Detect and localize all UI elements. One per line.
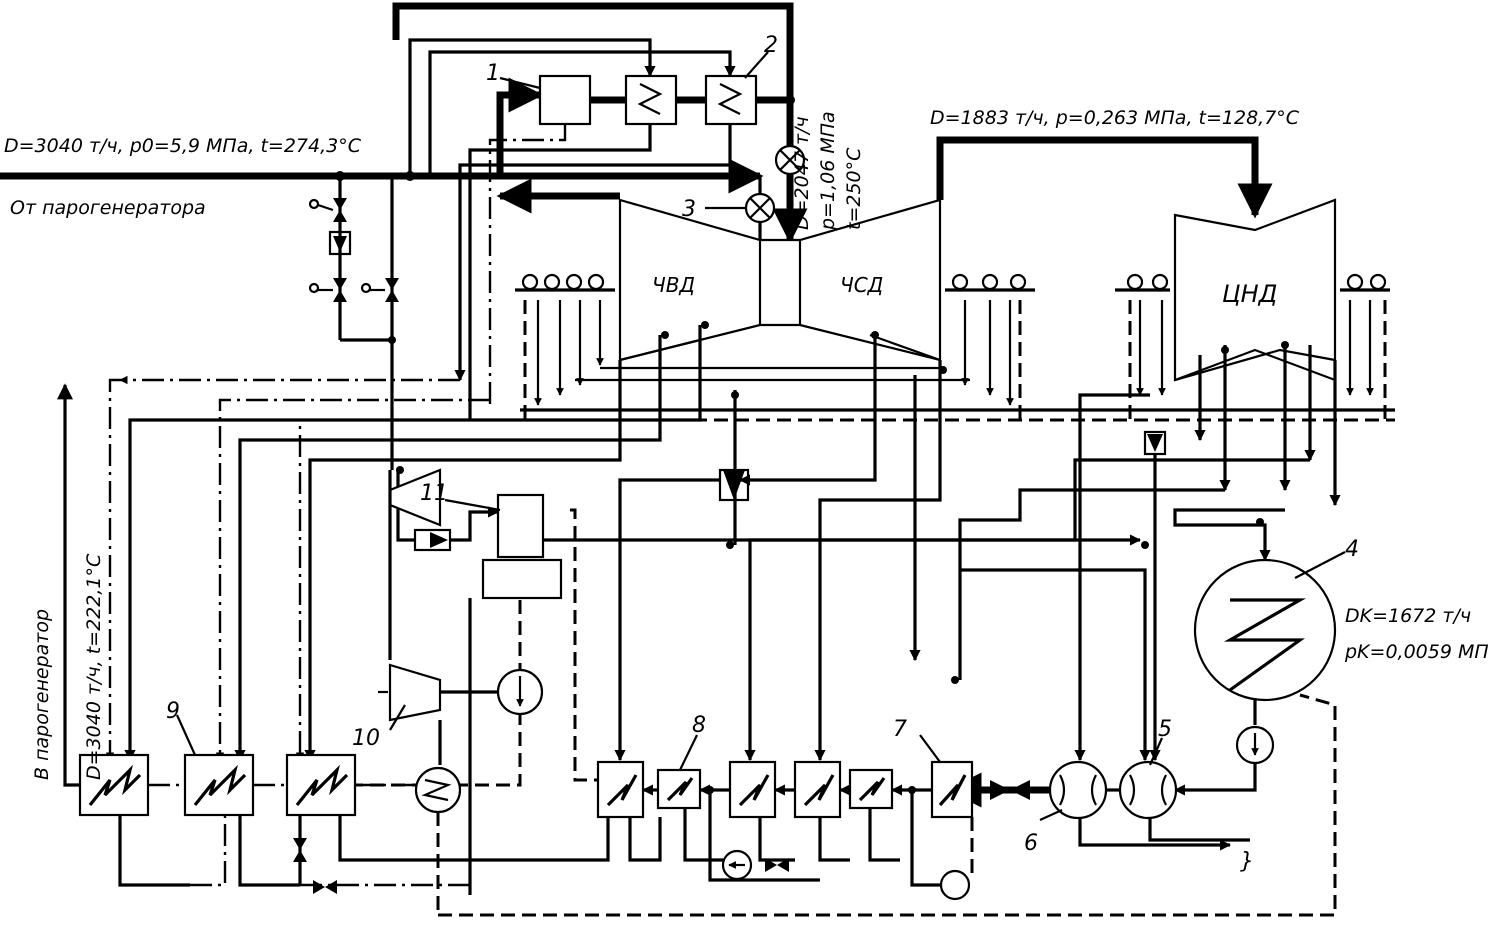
gland-steam-collectors (520, 300, 1395, 422)
svg-text:}: } (1240, 849, 1254, 874)
reheat-pressure: p=1,06 МПа (817, 111, 839, 231)
reheat-params-block: D=2047 т/ч p=1,06 МПа t=250°С (791, 111, 865, 231)
reheater-stage-2 (704, 74, 758, 126)
callout-6: 6 (1024, 831, 1038, 856)
condenser-flow: DK=1672 т/ч (1345, 605, 1471, 627)
callout-5: 5 (1158, 717, 1172, 742)
callout-10: 10 (352, 726, 380, 751)
reheater-stage-1 (624, 74, 678, 126)
feed-pump-turbine (378, 468, 544, 765)
reheat-temp: t=250°С (843, 147, 865, 230)
main-steam-params: D=3040 т/ч, p0=5,9 МПа, t=274,3°С (4, 135, 362, 157)
condensate-line: } (946, 772, 1254, 874)
callout-4: 4 (1345, 537, 1359, 562)
reheat-valve (774, 144, 806, 176)
ip-extraction-lines (614, 335, 942, 762)
callout-8: 8 (692, 713, 706, 738)
hp-heaters (57, 383, 470, 887)
deaerator (350, 470, 1142, 895)
main-steam-line (0, 158, 764, 194)
callout-9: 9 (166, 699, 180, 724)
callout-1: 1 (486, 61, 500, 86)
main-steam-source: От парогенератора (10, 197, 206, 219)
turbine-condenser (414, 693, 1337, 917)
ejector-cooler-5 (1118, 760, 1178, 820)
junction-dots (661, 321, 1289, 684)
callout-11: 11 (420, 481, 448, 506)
lp-turbine-label: ЦНД (1222, 280, 1277, 308)
ip-exhaust-line (936, 136, 1273, 219)
feedwater-params: D=3040 т/ч, t=222,1°С (83, 553, 105, 780)
callout-2: 2 (764, 33, 778, 58)
moisture-separator (538, 74, 592, 126)
feedwater-block: В парогенератор D=3040 т/ч, t=222,1°С (31, 553, 105, 780)
condensate-pump (1173, 700, 1275, 796)
check-valves (718, 430, 1167, 502)
lp-heater-chain (470, 760, 974, 901)
ejector-cooler-6 (1048, 760, 1108, 820)
lp-bearings (1115, 273, 1390, 292)
reheat-flow: D=2047 т/ч (791, 116, 813, 230)
hp-ip-bearings (515, 273, 1035, 292)
hp-extraction-lines (105, 325, 702, 762)
condenser (1193, 558, 1337, 702)
feedwater-dest: В парогенератор (31, 609, 53, 780)
lp-inlet-params: D=1883 т/ч, p=0,263 МПа, t=128,7°С (930, 107, 1300, 129)
condenser-pressure: pK=0,0059 МПа (1344, 641, 1488, 663)
ip-turbine-label: ЧСД (840, 273, 883, 297)
callout-7: 7 (893, 717, 907, 742)
callout-3: 3 (682, 197, 696, 222)
bypass-valves (293, 176, 789, 894)
callout-leaders (175, 51, 1346, 822)
reheater-heating-lines (408, 38, 736, 420)
hp-turbine-label: ЧВД (652, 273, 695, 297)
hp-control-valve (744, 176, 776, 240)
